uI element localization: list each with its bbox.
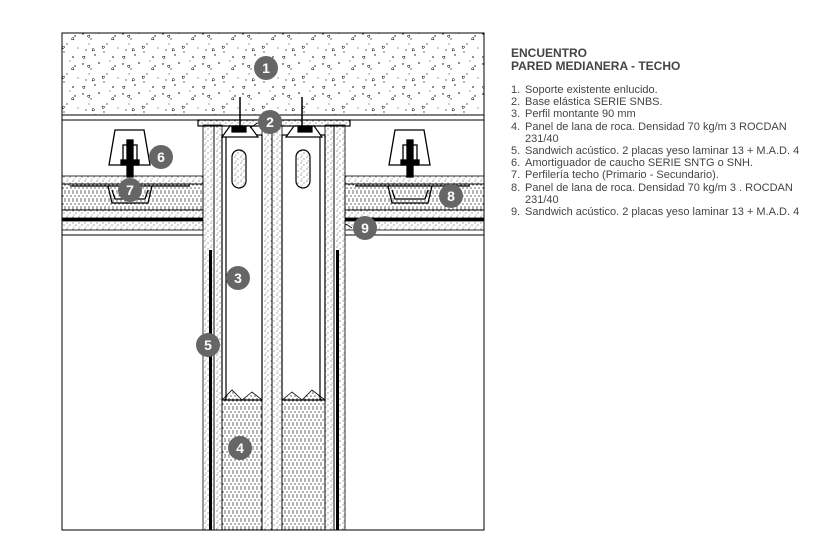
legend-num: 7. (511, 169, 521, 182)
marker-2: 2 (258, 110, 282, 134)
svg-text:8: 8 (447, 188, 455, 204)
svg-text:6: 6 (157, 149, 165, 165)
legend-num: 5. (511, 145, 521, 158)
legend-num: 6. (511, 157, 521, 170)
legend-num: 9. (511, 206, 521, 219)
legend-text: Soporte existente enlucido. (525, 84, 658, 96)
title-line-2: PARED MEDIANERA - TECHO (511, 59, 681, 73)
marker-4: 4 (228, 436, 252, 460)
rubber-hanger-right (388, 129, 431, 178)
legend-text: Sandwich acústico. 2 placas yeso laminar… (525, 145, 800, 158)
marker-5: 5 (196, 333, 220, 357)
svg-text:1: 1 (262, 60, 270, 76)
legend-text: Panel de lana de roca. Densidad 70 kg/m … (525, 181, 793, 206)
marker-7: 7 (118, 178, 142, 202)
legend-item: 5. Sandwich acústico. 2 placas yeso lamin… (511, 145, 811, 157)
legend-item: 7. Perfilería techo (Primario - Secundari… (511, 169, 811, 181)
legend-item: 8. Panel de lana de roca. Densidad 70 kg/… (511, 182, 811, 206)
title-line-1: ENCUENTRO (511, 46, 588, 60)
mineral-wool (221, 389, 326, 531)
legend-item: 1. Soporte existente enlucido. (511, 84, 811, 96)
wall-center-boards (261, 124, 283, 531)
stud-right (281, 134, 326, 401)
legend-text: Perfilería techo (Primario - Secundario)… (525, 169, 719, 182)
legend-num: 2. (511, 96, 521, 109)
legend-num: 8. (511, 181, 521, 194)
marker-1: 1 (254, 56, 278, 80)
rubber-hanger-left (108, 129, 151, 178)
legend-item: 6. Amortiguador de caucho SERIE SNTG o SN… (511, 157, 811, 169)
legend-text: Base elástica SERIE SNBS. (525, 96, 663, 109)
concrete-slab (61, 32, 485, 116)
wall-right-boards (324, 124, 346, 531)
marker-3: 3 (226, 266, 250, 290)
marker-9: 9 (353, 216, 377, 240)
legend-text: Panel de lana de roca. Densidad 70 kg/m … (525, 120, 787, 145)
legend-list: 1. Soporte existente enlucido. 2. Base elá… (511, 84, 811, 218)
legend-item: 4. Panel de lana de roca. Densidad 70 kg/… (511, 121, 811, 145)
svg-text:9: 9 (361, 220, 369, 236)
legend-item: 9. Sandwich acústico. 2 placas yeso lamin… (511, 206, 811, 218)
legend-num: 4. (511, 120, 521, 133)
legend-text: Amortiguador de caucho SERIE SNTG o SNH. (525, 157, 754, 170)
legend-title: ENCUENTRO PARED MEDIANERA - TECHO (511, 47, 811, 73)
legend-text: Sandwich acústico. 2 placas yeso laminar… (525, 206, 800, 219)
legend-text: Perfil montante 90 mm (525, 108, 636, 121)
legend-item: 2. Base elástica SERIE SNBS. (511, 96, 811, 108)
marker-6: 6 (149, 145, 173, 169)
svg-text:2: 2 (266, 114, 274, 130)
legend-item: 3. Perfil montante 90 mm (511, 108, 811, 120)
marker-8: 8 (439, 184, 463, 208)
svg-text:4: 4 (236, 440, 244, 456)
legend-num: 3. (511, 108, 521, 121)
legend-panel: ENCUENTRO PARED MEDIANERA - TECHO 1. Sopo… (511, 47, 811, 219)
svg-text:3: 3 (234, 270, 242, 286)
svg-text:7: 7 (126, 182, 134, 198)
wall-left-boards (202, 124, 223, 531)
svg-text:5: 5 (204, 337, 212, 353)
legend-num: 1. (511, 84, 521, 96)
